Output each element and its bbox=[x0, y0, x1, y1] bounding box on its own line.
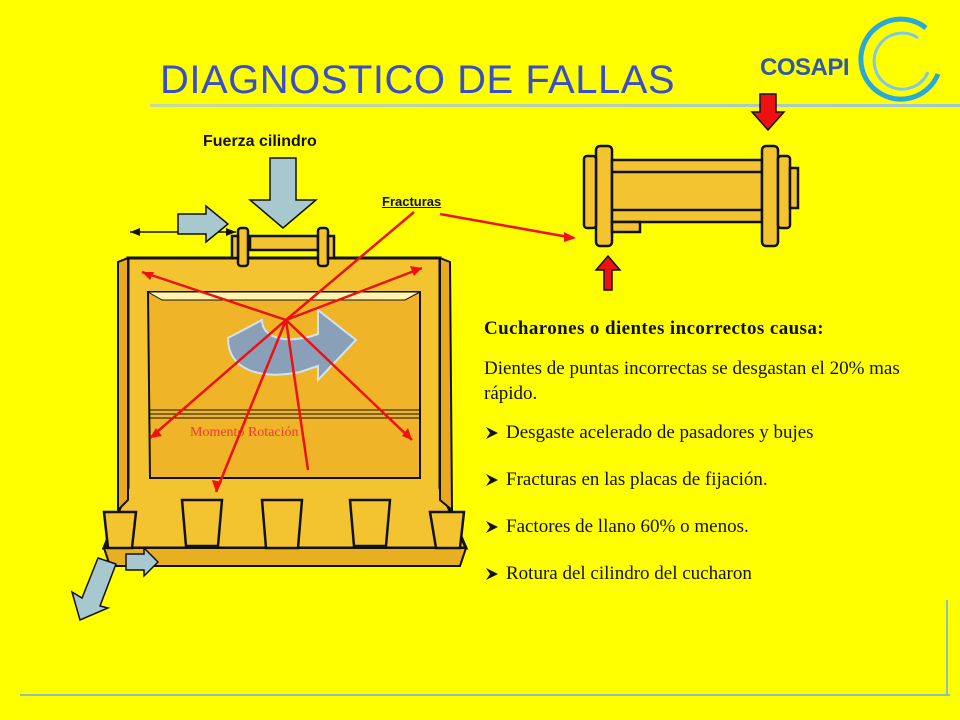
list-item: Fracturas en las placas de fijación. bbox=[484, 467, 944, 492]
causes-text-block: Cucharones o dientes incorrectos causa: … bbox=[484, 318, 944, 608]
horizontal-double-arrow-icon bbox=[130, 204, 236, 244]
pin-force-arrows bbox=[594, 93, 786, 291]
bucket-pin-assembly bbox=[230, 226, 336, 268]
bottom-left-arrows-icon bbox=[70, 546, 160, 622]
arrow-bullet-icon bbox=[486, 427, 498, 439]
logo-text: COSAPI bbox=[760, 54, 850, 81]
bucket-teeth bbox=[102, 498, 466, 550]
list-item-text: Rotura del cilindro del cucharon bbox=[506, 563, 752, 584]
fracture-lines bbox=[141, 211, 575, 493]
slide-title: DIAGNOSTICO DE FALLAS bbox=[160, 58, 676, 102]
causes-paragraph: Dientes de puntas incorrectas se desgast… bbox=[484, 358, 900, 404]
causes-heading: Cucharones o dientes incorrectos causa: bbox=[484, 318, 824, 339]
cosapi-logo: COSAPI bbox=[752, 14, 948, 104]
label-fracturas: Fracturas bbox=[382, 194, 442, 209]
label-fuerza-cilindro: Fuerza cilindro bbox=[203, 133, 317, 150]
list-item-text: Factores de llano 60% o menos. bbox=[506, 516, 749, 537]
pin-bushing-assembly bbox=[582, 144, 800, 248]
list-item: Factores de llano 60% o menos. bbox=[484, 514, 944, 539]
bucket-body bbox=[101, 256, 469, 567]
title-underline bbox=[150, 104, 960, 107]
list-item: Rotura del cilindro del cucharon bbox=[484, 561, 944, 586]
list-item-text: Fracturas en las placas de fijación. bbox=[506, 469, 768, 490]
label-momento-rotacion: Momento Rotación bbox=[190, 425, 299, 440]
arrow-bullet-icon bbox=[486, 521, 498, 533]
arrow-bullet-icon bbox=[486, 568, 498, 580]
bottom-rule bbox=[20, 694, 950, 696]
arrow-bullet-icon bbox=[486, 474, 498, 486]
force-arrow-down-icon bbox=[247, 157, 319, 229]
list-item-text: Desgaste acelerado de pasadores y bujes bbox=[506, 422, 814, 443]
fracture-arrowheads bbox=[142, 232, 576, 492]
list-item: Desgaste acelerado de pasadores y bujes bbox=[484, 420, 944, 445]
logo-ring-icon bbox=[858, 16, 941, 102]
right-rule bbox=[946, 600, 948, 696]
causes-list: Desgaste acelerado de pasadores y bujes … bbox=[484, 420, 944, 586]
